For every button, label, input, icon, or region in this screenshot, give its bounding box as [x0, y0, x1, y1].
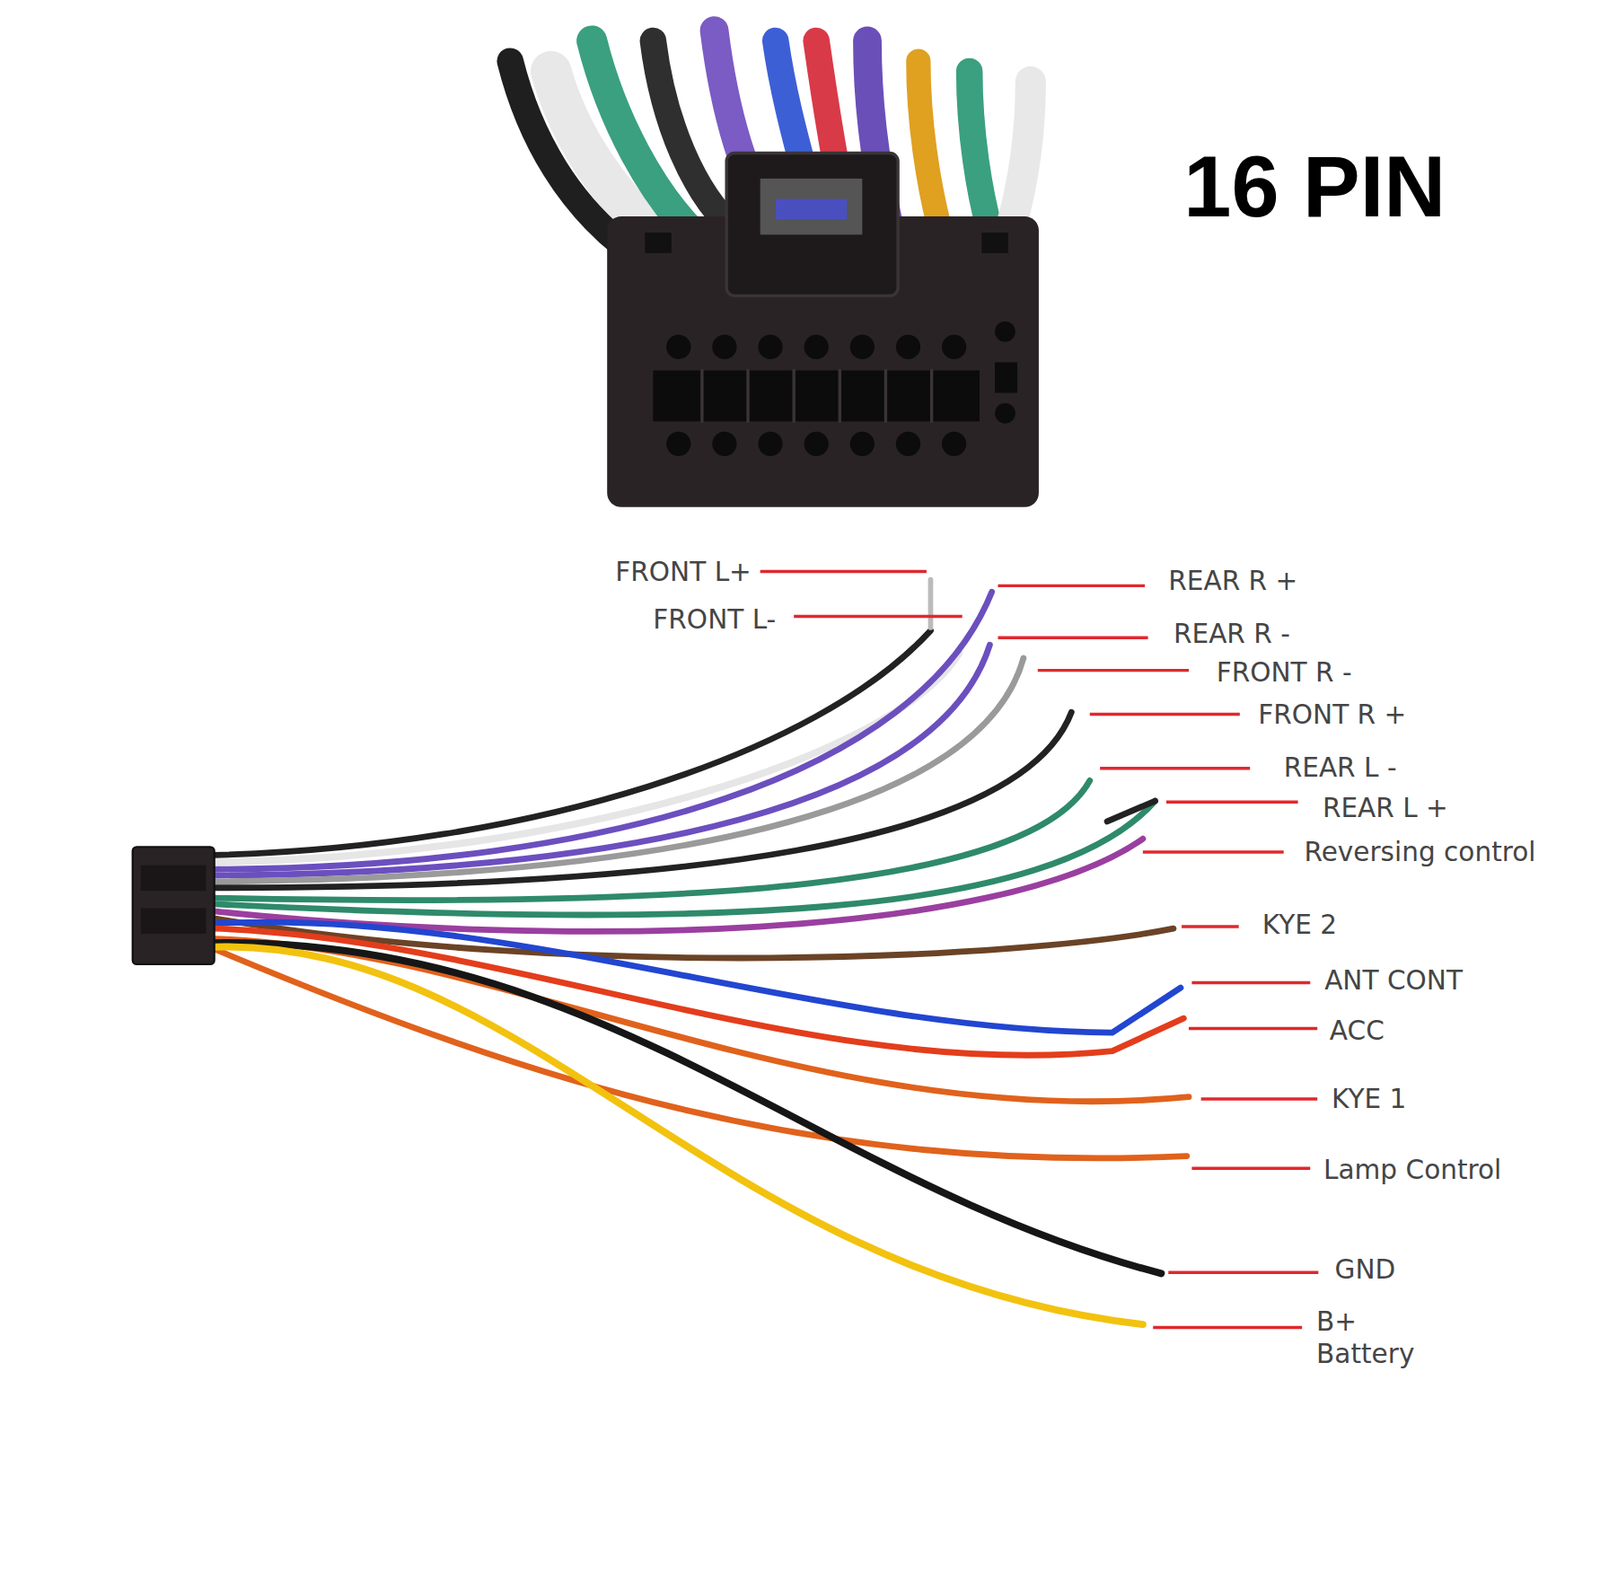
pin-label: GND [1335, 1253, 1397, 1286]
pin-label: B+ Battery [1316, 1305, 1439, 1372]
pin-label: FRONT L+ [615, 554, 752, 588]
pin-label: REAR R + [1168, 563, 1298, 597]
pin-label: FRONT R + [1257, 697, 1407, 730]
pin-label: KYE 2 [1262, 907, 1337, 941]
connector-photo [509, 30, 1039, 508]
title: 16 PIN [1183, 137, 1446, 237]
pin-label: KYE 1 [1331, 1082, 1407, 1116]
pin-label: REAR R - [1173, 617, 1291, 651]
pin-label: ACC [1329, 1014, 1385, 1047]
pin-label: Lamp Control [1323, 1152, 1502, 1186]
pin-label: ANT CONT [1324, 964, 1463, 997]
pin-label: Reversing control [1303, 835, 1536, 869]
harness-wires [132, 580, 1189, 1326]
pin-label: FRONT R - [1216, 656, 1353, 689]
pin-label: REAR L + [1322, 791, 1449, 825]
pin-label: FRONT L- [652, 603, 776, 636]
pin-label: REAR L - [1283, 750, 1398, 783]
